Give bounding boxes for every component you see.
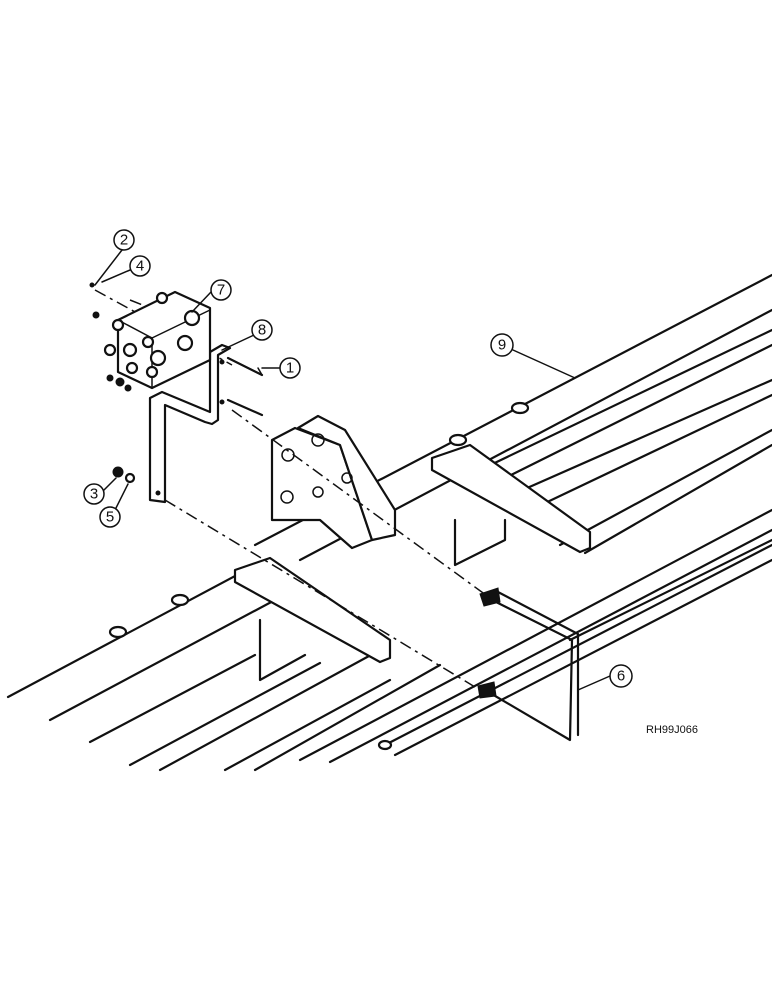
callout-3: 3 (83, 477, 117, 505)
callout-4: 4 (101, 255, 151, 283)
mount-bracket (148, 343, 232, 504)
svg-text:1: 1 (286, 360, 294, 377)
beam-bolts (108, 401, 530, 751)
callout-6: 6 (577, 664, 633, 691)
svg-text:2: 2 (120, 232, 128, 249)
callout-2: 2 (94, 229, 135, 286)
u-bolt (477, 587, 580, 742)
svg-text:4: 4 (136, 258, 144, 275)
clamp-plate-front (233, 556, 392, 682)
svg-text:3: 3 (90, 486, 98, 503)
svg-text:9: 9 (498, 337, 506, 354)
svg-text:8: 8 (258, 322, 266, 339)
hitch-bracket (270, 414, 397, 550)
svg-text:7: 7 (217, 282, 225, 299)
valve-block (89, 282, 212, 392)
clamp-plate-rear (430, 443, 592, 567)
figure-code: RH99J066 (646, 724, 698, 736)
callout-5: 5 (99, 483, 129, 528)
nut-washer (112, 466, 136, 484)
callout-9: 9 (490, 333, 576, 379)
bolts (226, 356, 264, 417)
svg-text:6: 6 (617, 668, 625, 685)
callout-8: 8 (221, 319, 273, 351)
callout-7: 7 (191, 279, 232, 313)
callout-1: 1 (261, 357, 301, 379)
svg-text:5: 5 (106, 509, 114, 526)
